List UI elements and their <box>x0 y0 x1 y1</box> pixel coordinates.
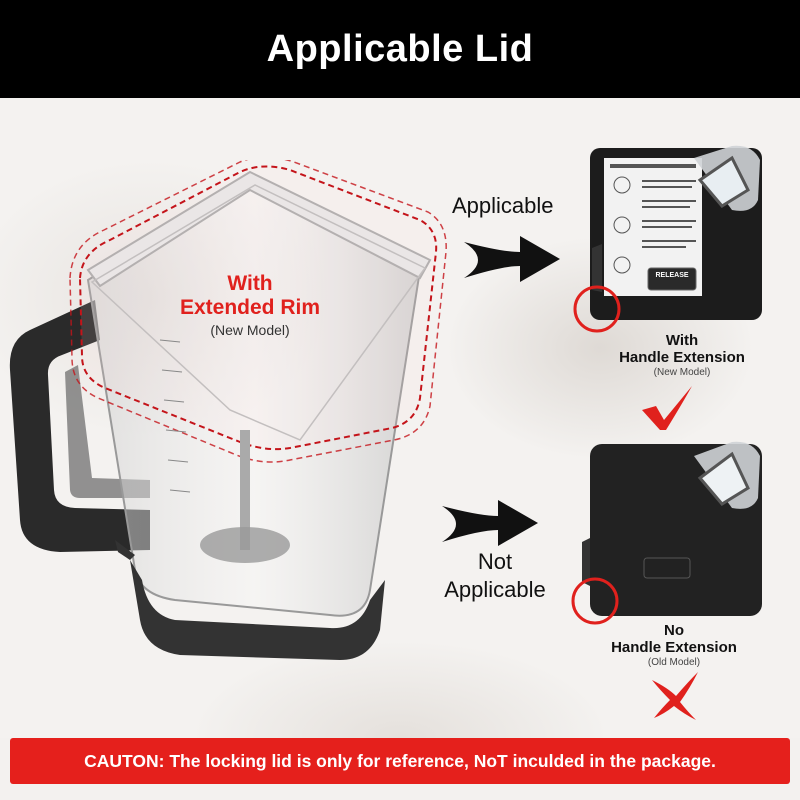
page-header: Applicable Lid <box>0 0 800 98</box>
arrow-right-icon <box>464 236 560 282</box>
page-title: Applicable Lid <box>266 27 534 70</box>
blender-jar-image <box>9 160 447 660</box>
extended-rim-label: With Extended Rim (New Model) <box>150 272 350 340</box>
caution-text: CAUTON: The locking lid is only for refe… <box>84 750 716 771</box>
caption-new-model: (New Model) <box>653 367 711 378</box>
caption-old-line2: Handle Extension <box>611 639 737 656</box>
not-applicable-line2: Applicable <box>444 577 546 602</box>
not-applicable-line1: Not <box>477 549 513 574</box>
cross-icon <box>652 672 698 720</box>
applicable-label: Applicable <box>452 193 554 218</box>
lid-new-caption: With Handle Extension (New Model) <box>582 332 782 380</box>
caption-new-line2: Handle Extension <box>619 349 745 366</box>
lid-new-model-image <box>590 145 762 320</box>
arrow-right-icon <box>442 500 538 546</box>
caption-old-model: (Old Model) <box>647 657 701 668</box>
rim-label-model: (New Model) <box>210 322 290 338</box>
lid-old-caption: No Handle Extension (Old Model) <box>574 622 774 670</box>
checkmark-icon <box>642 386 692 430</box>
rim-label-line2: Extended Rim <box>179 296 321 319</box>
highlight-circle-icon <box>573 285 621 333</box>
caution-banner: CAUTON: The locking lid is only for refe… <box>10 738 790 784</box>
lid-old-model-image <box>582 441 762 616</box>
release-button-label: RELEASE <box>655 272 689 279</box>
not-applicable-label: Not Applicable <box>430 548 560 604</box>
caption-old-line1: No <box>664 622 684 639</box>
highlight-circle-icon <box>571 577 619 625</box>
caption-new-line1: With <box>665 332 699 349</box>
rim-label-line1: With <box>227 272 273 295</box>
